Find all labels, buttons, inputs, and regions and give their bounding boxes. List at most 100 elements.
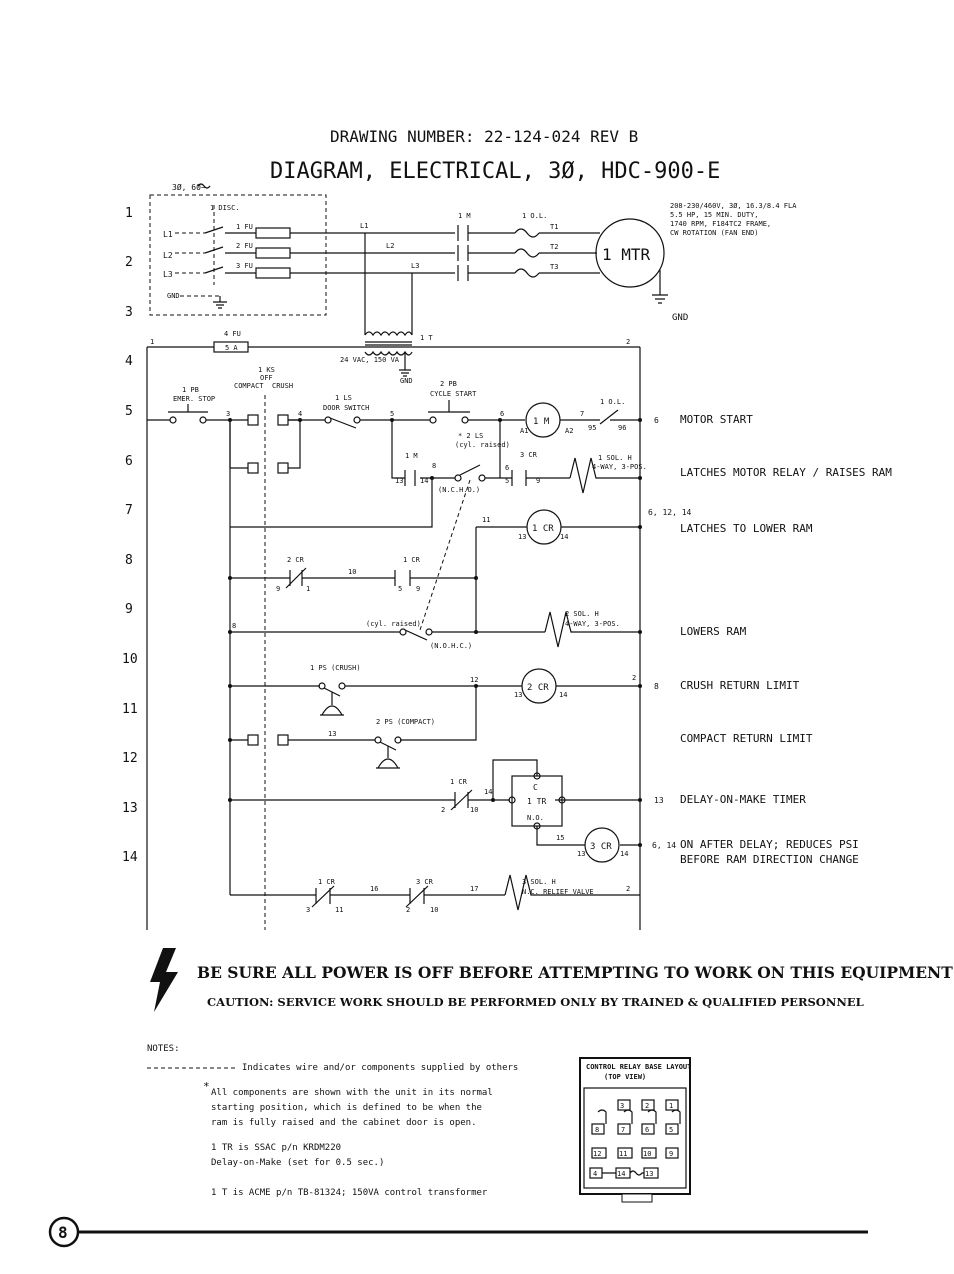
wire-label: 13	[518, 533, 526, 541]
contact-terminal	[478, 474, 486, 482]
asterisk: *	[203, 1080, 210, 1093]
wire-label: 14	[420, 477, 428, 485]
rung-description: ON AFTER DELAY; REDUCES PSI	[680, 838, 859, 851]
wire-label: 14	[620, 850, 628, 858]
rung-11	[230, 686, 477, 741]
pressure-switch-1	[323, 687, 341, 705]
fuse-label: 4 FU	[224, 330, 241, 338]
timer-terminal	[508, 796, 516, 804]
wire-label: 16	[370, 885, 378, 893]
note-line: starting position, which is defined to b…	[211, 1103, 482, 1113]
wire-label: 2	[626, 338, 630, 346]
solenoid-label: 4-WAY, 3-POS.	[565, 620, 620, 628]
bus-label: L1	[360, 222, 368, 230]
cycle-start-button	[428, 400, 470, 413]
relay-pin	[665, 1147, 679, 1159]
contact-label: 1 CR	[450, 778, 468, 786]
m-aux-contact	[404, 470, 416, 486]
wire-label: 3	[306, 906, 310, 914]
wire-label: 14	[559, 691, 567, 699]
contact-note: (cyl. raised)	[366, 620, 421, 628]
pressure-switch-label: 1 PS (CRUSH)	[310, 664, 361, 672]
wire-label: 8	[232, 622, 236, 630]
wire-label: 11	[335, 906, 343, 914]
note-line: 1 TR is SSAC p/n KRDM220	[211, 1143, 341, 1153]
wire-label: 10	[348, 568, 356, 576]
coil-path	[602, 1170, 644, 1176]
line-number: 7	[125, 503, 133, 518]
line-number: 2	[125, 255, 133, 270]
coil-label: 3 CR	[590, 842, 612, 852]
pressure-switch-2	[379, 741, 397, 758]
rung-descriptions: 6 MOTOR START LATCHES MOTOR RELAY / RAIS…	[648, 413, 892, 866]
contact-terminal	[399, 628, 407, 636]
rung-ref: 13	[654, 796, 664, 805]
ks-contact	[277, 734, 289, 746]
wire-label: A1	[520, 427, 528, 435]
wire-label: 10	[470, 806, 478, 814]
contact-label: 3 CR	[416, 878, 434, 886]
line-number: 10	[122, 652, 138, 667]
line-number: 8	[125, 553, 133, 568]
transformer-rating: 24 VAC, 150 VA	[340, 356, 400, 364]
contact-label: 1 CR	[403, 556, 421, 564]
junction-dot	[430, 476, 434, 480]
ks-contact	[277, 462, 289, 474]
fuse-label: 1 FU	[236, 223, 253, 231]
supply-label: 3Ø, 60~	[172, 182, 206, 192]
pin-label: 4	[593, 1170, 597, 1178]
pin-label: 5	[669, 1126, 673, 1134]
rung-ref: 6	[654, 416, 659, 425]
timer-common: C	[533, 783, 538, 792]
pin-label: 1	[669, 1102, 673, 1110]
cr3-coil	[584, 827, 620, 863]
transformer-feed	[364, 233, 413, 335]
line-number: 6	[125, 454, 133, 469]
fuse-1fu	[255, 227, 291, 239]
limit-switch-nohc	[404, 629, 428, 641]
contact-terminal	[429, 416, 437, 424]
relay-base-title: CONTROL RELAY BASE LAYOUT	[586, 1063, 691, 1071]
ks-label: COMPACT	[234, 382, 264, 390]
relay-pin	[641, 1147, 657, 1159]
ground-symbol	[213, 296, 227, 309]
solenoid-label: 1 SOL. H	[598, 454, 632, 462]
coil-label: 2 CR	[527, 683, 549, 693]
power-buses	[290, 232, 455, 274]
diagram-title: DIAGRAM, ELECTRICAL, 3Ø, HDC-900-E	[270, 159, 720, 184]
coil-label: 1 CR	[532, 524, 554, 534]
line-number: 11	[122, 702, 138, 717]
solenoid-label: 2 SOL. H	[565, 610, 599, 618]
note-line: Indicates wire and/or components supplie…	[242, 1063, 518, 1073]
wire-label: 2	[626, 885, 630, 893]
contact-terminal	[199, 416, 207, 424]
timer-terminal	[558, 796, 566, 804]
line-label-l2: L2	[163, 251, 173, 260]
contact-terminal	[338, 682, 346, 690]
junction-dot	[228, 630, 232, 634]
wire-label: 14	[484, 788, 492, 796]
junction-dot	[638, 843, 642, 847]
motor-leads	[539, 232, 600, 274]
wire-label: 13	[395, 477, 403, 485]
junction-dot	[390, 418, 394, 422]
bus-label: L2	[386, 242, 394, 250]
wire-label: 11	[482, 516, 490, 524]
line-label-l1: L1	[163, 230, 173, 239]
transformer-primary	[364, 331, 413, 337]
motor-ground	[652, 270, 668, 304]
wire-label: 2	[632, 674, 636, 682]
motor-symbol	[595, 218, 665, 288]
notes-heading: NOTES:	[147, 1044, 180, 1054]
pb-label: EMER. STOP	[173, 395, 215, 403]
note-line: Delay-on-Make (set for 0.5 sec.)	[211, 1158, 384, 1168]
line-number: 13	[122, 801, 138, 816]
junction-dots	[228, 418, 642, 847]
solenoid-label: 3 SOL. H	[522, 878, 556, 886]
ks-label: CRUSH	[272, 382, 293, 390]
timer-label: 1 TR	[527, 797, 546, 806]
line-number: 3	[125, 305, 133, 320]
wire-label: 6	[505, 464, 509, 472]
wire-label: 4	[298, 410, 302, 418]
